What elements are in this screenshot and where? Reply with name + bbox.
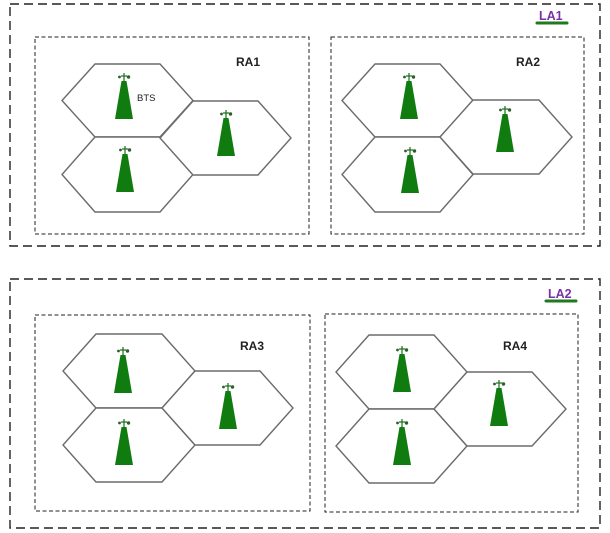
ra2-label: RA2 <box>516 55 540 69</box>
location-area-la2: LA2 RA3 RA4 <box>9 278 601 529</box>
la2-boundary <box>9 278 601 529</box>
la2-label: LA2 <box>548 287 572 301</box>
routing-area-ra4: RA4 <box>324 313 579 513</box>
la1-boundary <box>9 3 601 247</box>
bts-label: BTS <box>137 93 155 104</box>
ra4-boundary <box>324 313 579 513</box>
routing-area-ra1: RA1 BTS <box>34 36 310 235</box>
ra1-label: RA1 <box>236 55 260 69</box>
ra3-label: RA3 <box>240 339 264 353</box>
la1-label: LA1 <box>539 9 563 23</box>
routing-area-ra2: RA2 <box>330 36 585 235</box>
ra4-label: RA4 <box>503 339 527 353</box>
location-area-la1: LA1 RA1 BTS RA2 <box>9 3 601 247</box>
ra1-boundary <box>34 36 310 235</box>
ra2-boundary <box>330 36 585 235</box>
routing-area-ra3: RA3 <box>34 314 311 512</box>
ra3-boundary <box>34 314 311 512</box>
